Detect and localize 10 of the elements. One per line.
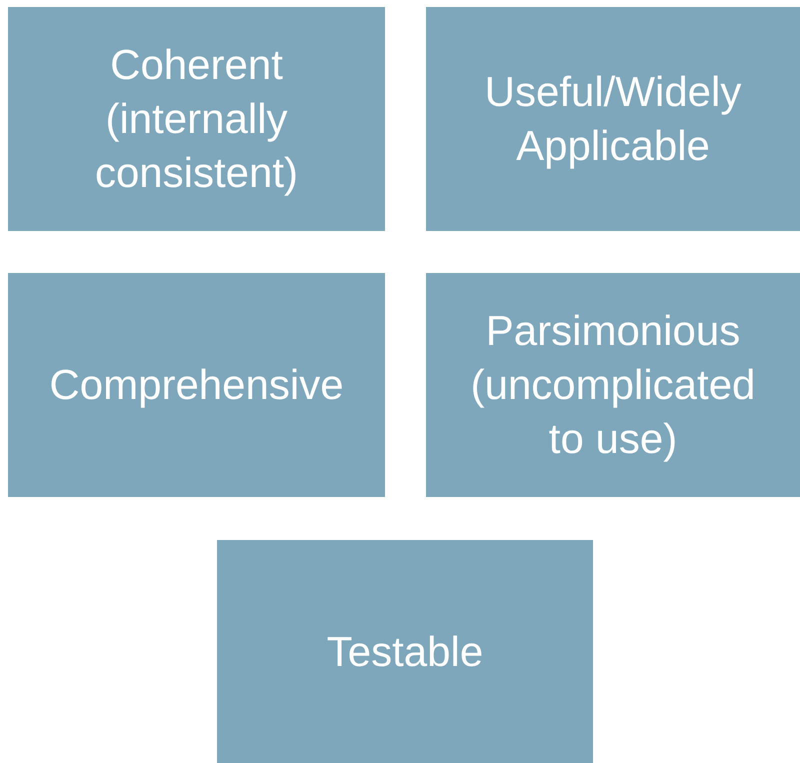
box-label: Comprehensive xyxy=(49,360,344,410)
text-box xyxy=(8,7,385,231)
text-box xyxy=(217,540,593,763)
box-label: Coherent (internally consistent) xyxy=(94,40,300,198)
box-label: Useful/Widely Applicable xyxy=(484,67,742,171)
text-box xyxy=(8,273,385,497)
box-label: Testable xyxy=(326,626,484,677)
text-box xyxy=(426,7,800,231)
box-label: Parsimonious (uncomplicated to use) xyxy=(470,306,756,464)
text-box xyxy=(426,273,800,497)
